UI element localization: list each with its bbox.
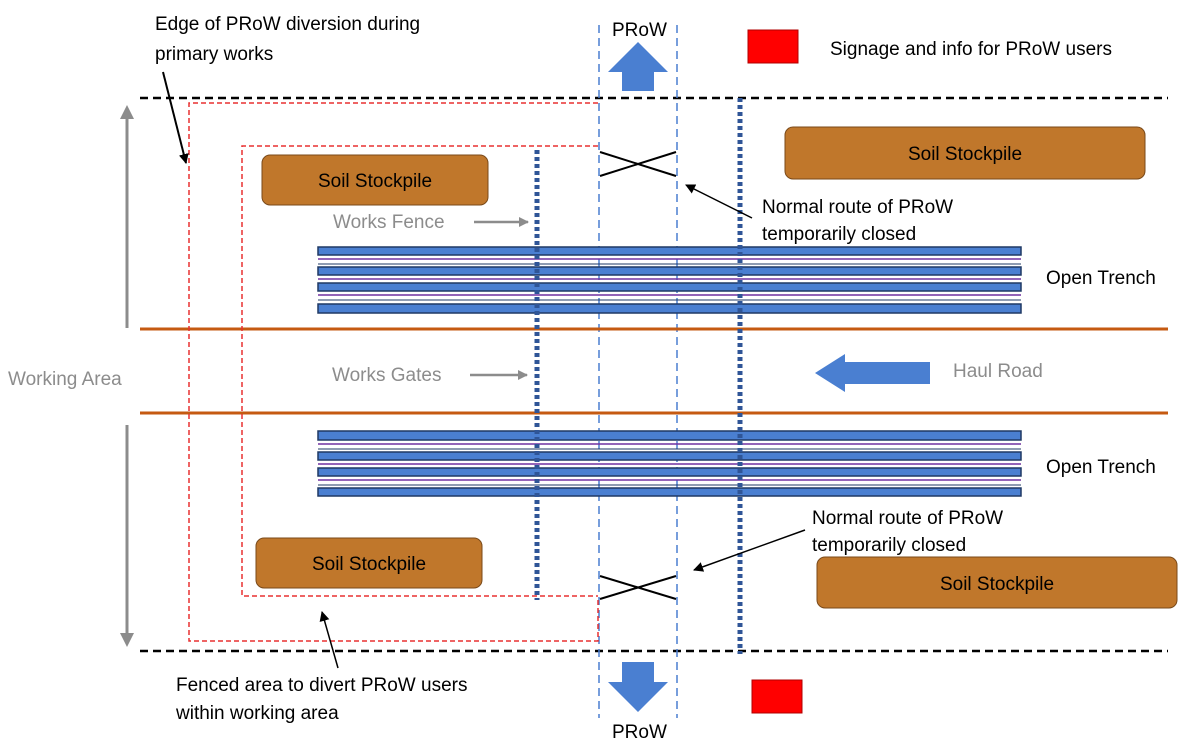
open-trench-bottom-label: Open Trench <box>1046 457 1156 478</box>
prow-top-label: PRoW <box>612 20 667 41</box>
soil-stockpile-bottom-left: Soil Stockpile <box>255 537 483 589</box>
diversion-edge-label-line2: primary works <box>155 44 273 65</box>
fenced-area-pointer <box>319 611 339 669</box>
signage-marker-top <box>747 29 799 64</box>
open-trench-top <box>317 246 1022 314</box>
haul-road-arrow <box>815 354 930 392</box>
prow-down-arrow <box>608 662 668 712</box>
normal-route-bottom-line2: temporarily closed <box>812 535 966 556</box>
open-trench-top-label: Open Trench <box>1046 268 1156 289</box>
works-fence-label: Works Fence <box>333 212 445 233</box>
works-gates-label: Works Gates <box>332 365 441 386</box>
working-area-label: Working Area <box>8 369 122 390</box>
diversion-edge-label-line1: Edge of PRoW diversion during <box>155 14 420 35</box>
normal-route-top-pointer <box>685 184 753 219</box>
fenced-diversion-outline <box>241 145 598 597</box>
diversion-edge-pointer <box>162 71 189 164</box>
soil-stockpile-label: Soil Stockpile <box>312 554 426 575</box>
soil-stockpile-label: Soil Stockpile <box>940 574 1054 595</box>
open-trench-bottom <box>317 430 1022 497</box>
fenced-area-label-line2: within working area <box>175 703 339 724</box>
soil-stockpile-label: Soil Stockpile <box>908 144 1022 165</box>
closed-route-cross-top <box>599 151 677 177</box>
signage-legend-label: Signage and info for PRoW users <box>830 39 1112 60</box>
soil-stockpile-top-left: Soil Stockpile <box>261 154 489 206</box>
soil-stockpile-label: Soil Stockpile <box>318 171 432 192</box>
prow-up-arrow <box>608 42 668 91</box>
diversion-edge-outline <box>188 102 599 642</box>
haul-road-label: Haul Road <box>953 361 1043 382</box>
normal-route-bottom-pointer <box>693 529 806 572</box>
prow-bottom-label: PRoW <box>612 722 667 742</box>
normal-route-top-line2: temporarily closed <box>762 224 916 245</box>
normal-route-bottom-line1: Normal route of PRoW <box>812 508 1003 529</box>
soil-stockpile-bottom-right: Soil Stockpile <box>816 556 1178 609</box>
signage-marker-bottom <box>751 679 803 714</box>
fenced-area-label-line1: Fenced area to divert PRoW users <box>176 675 467 696</box>
soil-stockpile-top-right: Soil Stockpile <box>784 126 1146 180</box>
normal-route-top-line1: Normal route of PRoW <box>762 197 953 218</box>
closed-route-cross-bottom <box>599 575 677 600</box>
